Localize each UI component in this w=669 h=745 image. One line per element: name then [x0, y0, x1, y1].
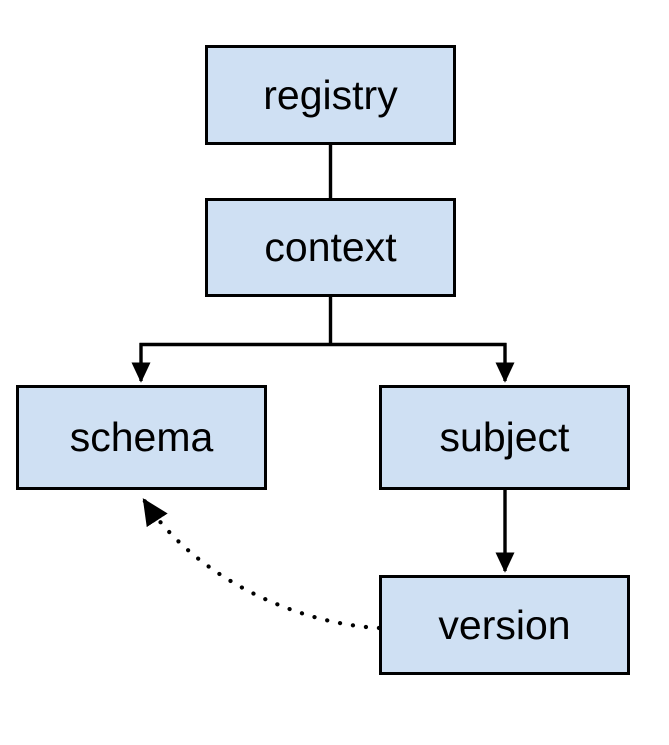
node-version[interactable]: version [379, 575, 630, 675]
node-registry[interactable]: registry [205, 45, 456, 145]
node-context[interactable]: context [205, 198, 456, 297]
node-version-label: version [438, 601, 571, 648]
node-registry-label: registry [263, 71, 398, 118]
node-schema-label: schema [69, 414, 214, 460]
node-subject-label: subject [439, 414, 570, 460]
node-context-label: context [264, 224, 397, 270]
node-subject[interactable]: subject [379, 385, 630, 490]
node-schema[interactable]: schema [16, 385, 267, 490]
edge-version-schema [141, 497, 382, 631]
